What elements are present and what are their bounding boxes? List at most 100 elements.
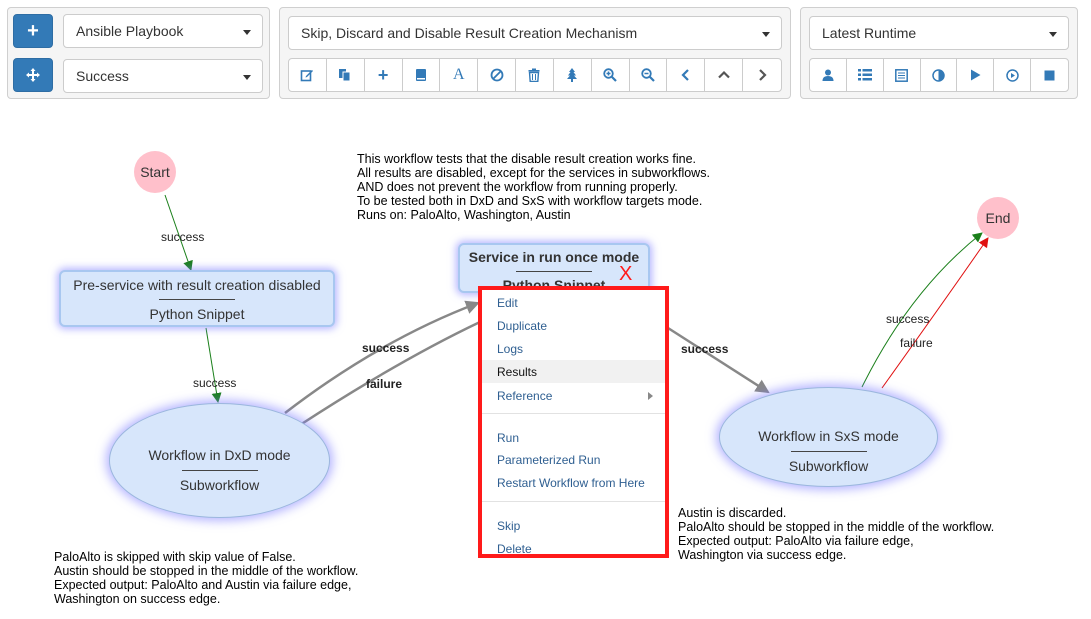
- add-service-button[interactable]: +: [365, 59, 403, 91]
- runtime-select[interactable]: Latest Runtime: [809, 16, 1069, 50]
- book-button[interactable]: [403, 59, 441, 91]
- previous-button[interactable]: [667, 59, 706, 91]
- list-alt-icon: [895, 68, 909, 82]
- chevron-right-icon: [759, 69, 767, 81]
- chevron-down-icon: [243, 30, 251, 35]
- chevron-down-icon: [762, 32, 770, 37]
- menu-divider: [482, 501, 665, 502]
- edge-label-pre-success: success: [193, 376, 237, 390]
- user-button[interactable]: [810, 59, 847, 91]
- results-table-button[interactable]: [884, 59, 921, 91]
- trash-icon: [528, 68, 540, 82]
- node-context-menu: Edit Duplicate Logs Results Reference Ru…: [478, 286, 669, 558]
- menu-item-skip[interactable]: Skip: [497, 518, 521, 533]
- bottom-right-note: Austin is discarded. PaloAlto should be …: [678, 506, 995, 562]
- pre-service-node[interactable]: Pre-service with result creation disable…: [59, 270, 335, 327]
- stop-button[interactable]: [1031, 59, 1068, 91]
- zoom-out-button[interactable]: [630, 59, 668, 91]
- end-node[interactable]: End: [977, 197, 1019, 239]
- parent-button[interactable]: [705, 59, 744, 91]
- node-divider: [790, 451, 867, 452]
- move-button[interactable]: [13, 58, 53, 92]
- workflow-sxs-title: Workflow in SxS mode: [758, 428, 899, 444]
- menu-item-delete[interactable]: Delete: [497, 541, 532, 556]
- result-filter-select[interactable]: Success: [63, 59, 263, 93]
- pre-service-title: Pre-service with result creation disable…: [73, 277, 321, 293]
- edge-service-to-sxs[interactable]: [667, 326, 770, 394]
- bottom-left-note: PaloAlto is skipped with skip value of F…: [54, 550, 359, 606]
- runtime-action-group: [809, 58, 1069, 92]
- add-workflow-button[interactable]: +: [13, 14, 53, 48]
- tree-icon: [567, 68, 578, 82]
- edge-start-to-pre-service[interactable]: [164, 194, 193, 271]
- node-divider: [159, 299, 235, 300]
- plus-icon: +: [377, 65, 389, 85]
- book-icon: [415, 69, 426, 81]
- edit-button[interactable]: [289, 59, 327, 91]
- edit-icon: [301, 70, 314, 82]
- workflow-type-value: Ansible Playbook: [76, 23, 184, 39]
- top-note: This workflow tests that the disable res…: [357, 152, 710, 222]
- end-label: End: [985, 210, 1011, 226]
- middle-toolbar-panel: Skip, Discard and Disable Result Creatio…: [279, 7, 791, 99]
- edge-pre-service-to-dxd[interactable]: [205, 327, 222, 403]
- next-button[interactable]: [743, 59, 781, 91]
- adjust-button[interactable]: [921, 59, 958, 91]
- menu-item-reference[interactable]: Reference: [482, 384, 665, 407]
- menu-item-edit[interactable]: Edit: [497, 295, 518, 310]
- label-button[interactable]: A: [440, 59, 479, 91]
- run-circle-button[interactable]: [994, 59, 1032, 91]
- menu-item-reference-label: Reference: [497, 388, 553, 403]
- start-label: Start: [140, 164, 170, 180]
- edge-sxs-failure-end[interactable]: [881, 237, 989, 389]
- menu-divider: [482, 413, 665, 414]
- copy-icon: [339, 69, 351, 82]
- edge-dxd-failure[interactable]: [299, 320, 481, 427]
- user-icon: [822, 69, 834, 81]
- menu-item-run[interactable]: Run: [497, 430, 520, 445]
- pre-service-type: Python Snippet: [149, 306, 245, 322]
- play-icon: [970, 69, 981, 81]
- start-node[interactable]: Start: [134, 151, 176, 193]
- delete-button[interactable]: [516, 59, 554, 91]
- menu-item-duplicate[interactable]: Duplicate: [497, 318, 548, 333]
- menu-item-parameterized-run[interactable]: Parameterized Run: [497, 452, 601, 467]
- skip-button[interactable]: [478, 59, 517, 91]
- skip-mark-icon: X: [619, 263, 633, 285]
- edge-label-dxd-success: success: [362, 341, 410, 355]
- chevron-down-icon: [243, 75, 251, 80]
- service-run-once-node[interactable]: Service in run once mode Python Snippet: [458, 243, 650, 293]
- run-button[interactable]: [957, 59, 995, 91]
- play-circle-icon: [1005, 68, 1019, 82]
- chevron-left-icon: [681, 69, 689, 81]
- edge-label-sxs-failure: failure: [900, 336, 933, 350]
- list-icon: [857, 69, 872, 81]
- zoom-out-icon: [641, 68, 655, 82]
- plus-icon: +: [27, 20, 39, 42]
- workflow-dxd-type: Subworkflow: [179, 477, 260, 493]
- menu-item-restart-workflow[interactable]: Restart Workflow from Here: [497, 475, 645, 490]
- workflow-type-select[interactable]: Ansible Playbook: [63, 14, 263, 48]
- node-divider: [181, 470, 258, 471]
- workflow-dxd-title: Workflow in DxD mode: [148, 447, 291, 463]
- workflow-select[interactable]: Skip, Discard and Disable Result Creatio…: [288, 16, 782, 50]
- stop-icon: [1044, 70, 1055, 80]
- logs-list-button[interactable]: [847, 59, 884, 91]
- duplicate-button[interactable]: [327, 59, 365, 91]
- tree-button[interactable]: [554, 59, 592, 91]
- edge-label-sxs-success: success: [886, 312, 930, 326]
- ban-icon: [490, 68, 504, 82]
- edge-dxd-success[interactable]: [284, 300, 480, 414]
- edge-label-start-success: success: [161, 230, 205, 244]
- chevron-down-icon: [1049, 32, 1057, 37]
- workflow-dxd-node[interactable]: Workflow in DxD mode Subworkflow: [109, 403, 330, 518]
- menu-item-results[interactable]: Results: [482, 360, 665, 383]
- workflow-action-group: + A: [288, 58, 782, 92]
- workflow-sxs-node[interactable]: Workflow in SxS mode Subworkflow: [719, 387, 938, 487]
- zoom-in-button[interactable]: [592, 59, 630, 91]
- menu-item-logs[interactable]: Logs: [497, 341, 524, 356]
- edge-sxs-success-end[interactable]: [861, 232, 983, 388]
- left-toolbar-panel: + Ansible Playbook Success: [7, 7, 270, 99]
- workflow-sxs-type: Subworkflow: [788, 458, 869, 474]
